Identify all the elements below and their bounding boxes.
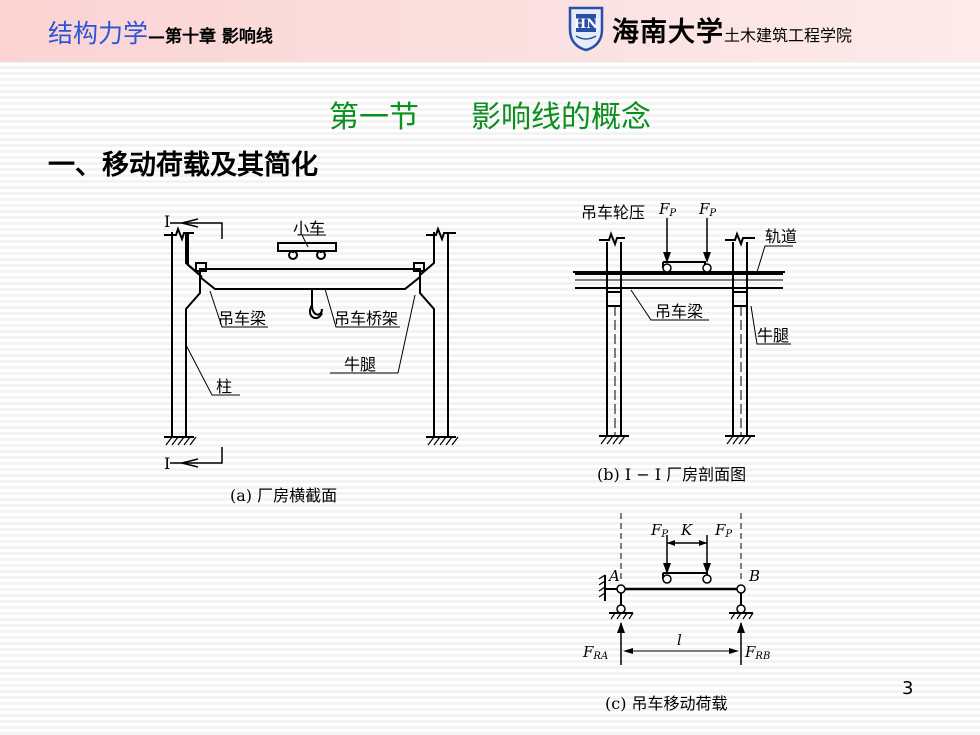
bridge-label: 吊车桥架: [334, 309, 398, 328]
university-logo: HN: [568, 6, 604, 52]
cart-label: 小车: [293, 219, 325, 238]
force-label-2: FP: [698, 200, 716, 219]
spacing-label: K: [680, 521, 693, 539]
figure-a-cross-section: I I 小车 吊车梁 吊车桥架 牛腿 柱 (a) 厂房横截面: [164, 212, 459, 505]
load-label-2-f: F: [714, 521, 726, 539]
load-label-2-sub: P: [724, 529, 732, 540]
section-number: 第一节: [329, 100, 419, 135]
college-name: 土木建筑工程学院: [724, 26, 853, 45]
logo-text: HN: [574, 17, 598, 32]
section-topic: 影响线的概念: [471, 100, 651, 135]
support-b-label: B: [748, 567, 760, 585]
load-label-1-sub: P: [660, 529, 668, 540]
bracket-b-label: 牛腿: [757, 326, 789, 345]
course-name: 结构力学: [48, 19, 149, 48]
wheel-pressure-label: 吊车轮压: [581, 203, 645, 222]
force-label-1: FP: [658, 200, 676, 219]
support-a-label: A: [607, 567, 620, 585]
chapter-title: —第十章 影响线: [148, 27, 273, 47]
slide-header: 结构力学—第十章 影响线 HN 海南大学土木建筑工程学院: [0, 0, 980, 62]
section-mark-bottom: I: [164, 454, 170, 473]
reaction-b-f: F: [744, 643, 756, 661]
load-label-1-f: F: [650, 521, 662, 539]
reaction-a-f: F: [582, 643, 594, 661]
rail-label: 轨道: [765, 227, 797, 246]
university-name-text: 海南大学: [612, 17, 724, 48]
bracket-label: 牛腿: [344, 355, 376, 374]
figure-b-section-view: 吊车轮压 FP FP 轨道 吊车梁 牛腿 (b) I − I 厂房剖面图: [573, 200, 797, 484]
subsection-title: 一、移动荷载及其简化: [48, 150, 318, 181]
span-label: l: [677, 631, 682, 649]
reaction-b-label: FRB: [744, 643, 770, 662]
column-label: 柱: [216, 377, 232, 396]
reaction-b-sub: RB: [754, 651, 770, 662]
load-label-1: FP: [650, 521, 668, 540]
university-name: 海南大学土木建筑工程学院: [612, 10, 852, 49]
course-title: 结构力学—第十章 影响线: [48, 14, 273, 50]
force-label-2-sub: P: [708, 208, 716, 219]
page-number: 3: [902, 678, 914, 699]
load-label-2: FP: [714, 521, 732, 540]
figure-b-caption: (b) I − I 厂房剖面图: [597, 465, 746, 484]
force-label-1-sub: P: [668, 208, 676, 219]
reaction-a-label: FRA: [582, 643, 608, 662]
crane-beam-label: 吊车梁: [655, 302, 703, 321]
section-title: 第一节 影响线的概念: [0, 92, 980, 136]
figure-a-caption: (a) 厂房横截面: [230, 486, 337, 505]
figure-c-moving-load: FP FP K A B l FRA FRB (c) 吊车移动荷载: [582, 513, 770, 713]
force-label-2-f: F: [698, 200, 710, 218]
beam-label: 吊车梁: [218, 309, 266, 328]
force-label-1-f: F: [658, 200, 670, 218]
section-mark-top: I: [164, 212, 170, 231]
figure-c-caption: (c) 吊车移动荷载: [605, 694, 728, 713]
reaction-a-sub: RA: [592, 651, 608, 662]
